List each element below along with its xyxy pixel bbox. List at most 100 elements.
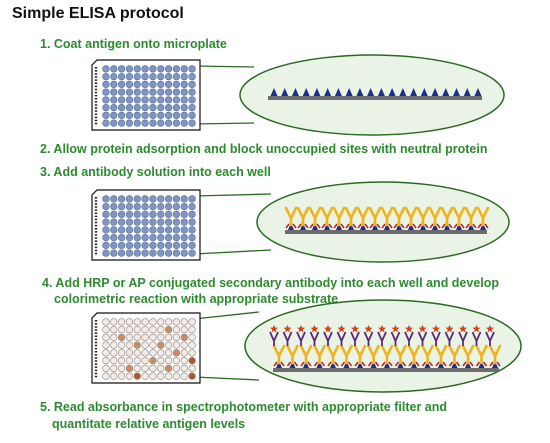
plate-well [125,65,134,73]
plate-well [180,349,188,357]
secondary-antibody [417,331,428,346]
antigen [388,88,396,96]
plate-well [125,372,134,380]
plate-well [157,241,165,250]
primary-antibody [428,206,442,227]
primary-antibody [326,344,340,365]
primary-antibody [356,206,370,227]
antibody-hinge [475,361,488,367]
plate-well [149,249,157,257]
plate-well [164,356,173,365]
enzyme-star [297,324,305,333]
plate-well [141,88,149,96]
plate-well [149,72,157,81]
antigen [291,88,299,96]
plate-well [180,372,188,380]
primary-antibody [434,344,448,365]
plate-well [102,202,110,211]
antigen [474,88,482,96]
plate-well [117,202,126,211]
antibody-hinge [273,361,285,367]
plate-well [102,96,110,104]
plate-well [188,249,196,257]
plate-well [125,88,134,96]
plate-well [180,96,188,104]
plate-well [164,72,173,81]
plate-well [149,65,157,73]
plate-well [117,318,126,326]
antigen [312,223,318,230]
secondary-antibody [282,331,293,346]
plate-well [125,325,134,334]
antigen [397,361,404,368]
plate-well [102,210,110,219]
plate-well [180,218,188,226]
zoom-ellipse [256,181,510,263]
primary-antibody [299,344,313,365]
plate-well [164,218,173,226]
primary-antibody [332,206,346,227]
plate-well [141,119,149,127]
antibody-hinge [367,361,380,367]
step-5-label: 5. Read absorbance in spectrophotometer … [40,400,448,414]
plate-well [164,341,173,349]
plate-well [125,356,134,365]
plate-well [164,318,173,326]
plate-well [125,195,134,203]
plate-well [157,65,165,73]
enzyme-star [432,324,440,333]
plate-well [157,356,165,365]
plate-well [164,349,173,357]
plate-well [110,325,118,334]
plate-well [188,119,196,127]
plate-well [172,318,181,326]
plate-well [188,241,196,250]
antigen [431,88,439,96]
antigen [465,361,471,368]
zoom-connector-line [193,249,272,255]
antigen [420,88,428,96]
primary-antibody [313,344,326,365]
primary-antibody [452,206,466,227]
antigen [377,88,385,96]
enzyme-star [310,324,319,333]
antigen [432,223,438,230]
plate-well [141,372,149,380]
antibody-hinge [313,361,326,367]
primary-antibody [272,344,286,365]
plate-well [157,88,165,96]
primary-antibody [464,206,478,227]
plate-well [141,111,149,120]
plate-well [172,364,181,373]
page-title: Simple ELISA protocol [12,5,184,22]
plate-well [125,241,134,250]
antigen [492,361,498,368]
plate-well [117,72,126,81]
plate-well [164,65,173,73]
plate-well [125,226,134,234]
antigen [399,88,407,96]
plate-well [164,233,173,242]
plate-well [110,119,118,127]
plate-well [141,325,149,334]
plate-well [133,341,141,349]
plate-well [117,241,126,250]
plate-well [102,111,110,120]
plate-well [102,341,110,349]
antibody-hinge [340,361,353,367]
plate-well [180,233,188,242]
plate-well [157,80,165,89]
plate-well [117,325,126,334]
antibody-hinge [465,223,477,229]
plate-well [172,96,181,104]
plate-well [133,249,141,257]
plate-well [164,103,173,112]
primary-antibody [353,344,367,365]
plate-well [180,65,188,73]
plate-well [149,318,157,326]
plate-well [133,202,141,211]
plate-well [149,218,157,226]
plate-well [110,341,118,349]
secondary-antibody [485,331,495,346]
antibody-hinge [435,361,447,367]
